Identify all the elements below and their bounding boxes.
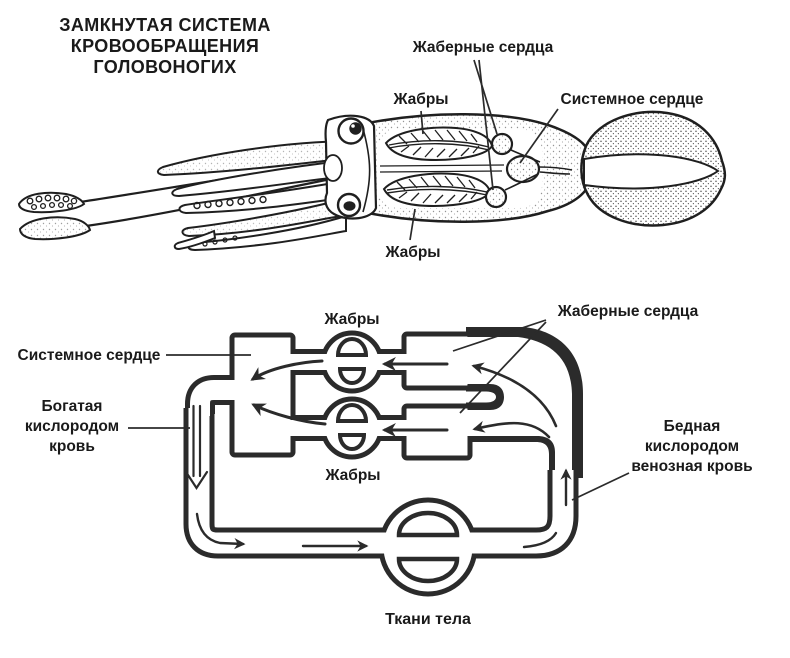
label-body-tissues: Ткани тела	[385, 611, 471, 628]
down-arrowhead	[184, 470, 209, 491]
gill-heart-top	[490, 132, 514, 156]
label-poor-blood-1: Бедная	[664, 418, 721, 435]
squid-arms	[156, 139, 351, 252]
title-line-3: ГОЛОВОНОГИХ	[93, 57, 236, 77]
squid-head	[323, 114, 378, 220]
funnel	[323, 154, 343, 182]
heart-inflow-arrow-bottom	[251, 403, 327, 426]
pointer-gill-heart-bottom	[478, 59, 494, 191]
label-rich-blood-1: Богатая	[42, 398, 103, 415]
gill-lamellae	[335, 337, 369, 451]
bottom-arrow-1	[195, 512, 246, 550]
pointer-gill-heart-bottom-schematic	[459, 321, 547, 414]
squid-illustration	[17, 110, 727, 252]
label-rich-blood-3: кровь	[49, 438, 95, 455]
pointer-gills-top	[420, 110, 424, 135]
label-gills-top: Жабры	[392, 91, 448, 108]
pointer-gills-bottom	[409, 208, 416, 241]
arm-suckers	[193, 195, 267, 210]
heart-inflow-arrow-top	[250, 359, 324, 381]
eye-top	[337, 117, 365, 145]
venous-junction-core	[460, 337, 572, 478]
label-gills-top-schematic: Жабры	[323, 311, 379, 328]
tissue-capillaries	[396, 510, 460, 584]
label-systemic-heart: Системное сердце	[561, 91, 704, 108]
label-poor-blood-3: венозная кровь	[631, 458, 752, 475]
schematic-labels: Жабры Жаберные сердца Системное сердце Б…	[18, 303, 753, 628]
title-line-1: ЗАМКНУТАЯ СИСТЕМА	[59, 15, 271, 35]
pointer-gill-heart-top-schematic	[452, 319, 547, 352]
label-systemic-heart-schematic: Системное сердце	[18, 347, 161, 364]
corner-flow-line	[522, 531, 558, 549]
pointer-poor-blood	[571, 472, 630, 501]
label-poor-blood-2: кислородом	[645, 438, 739, 455]
central-vessels	[379, 164, 505, 173]
label-gills-bottom: Жабры	[384, 244, 440, 261]
label-gills-bottom-schematic: Жабры	[324, 467, 380, 484]
squid-fins	[580, 110, 727, 227]
tentacle-clubs	[17, 191, 92, 241]
vessel-pipes-core	[188, 337, 574, 554]
pointer-systemic-heart	[519, 108, 559, 164]
schematic-details	[184, 337, 572, 584]
illustration-labels: Жаберные сердца Жабры Системное сердце Ж…	[384, 39, 703, 261]
junction-arrow-top	[471, 362, 558, 428]
gill-heart-bottom	[484, 185, 508, 209]
flow-arrows	[184, 356, 572, 552]
eye-bottom	[336, 192, 362, 218]
page-title: ЗАМКНУТАЯ СИСТЕМА КРОВООБРАЩЕНИЯ ГОЛОВОН…	[59, 15, 271, 77]
label-rich-blood-2: кислородом	[25, 418, 119, 435]
circulation-schematic: Жабры Жаберные сердца Системное сердце Б…	[18, 303, 753, 628]
squid-organs	[379, 126, 573, 209]
junction-arrow-bottom	[472, 420, 551, 439]
heart-vessels	[504, 149, 573, 191]
gill-top	[384, 126, 494, 162]
label-gill-hearts: Жаберные сердца	[412, 39, 554, 56]
label-gill-hearts-schematic: Жаберные сердца	[557, 303, 699, 320]
title-line-2: КРОВООБРАЩЕНИЯ	[71, 36, 260, 56]
pointer-gill-heart-top	[473, 59, 498, 135]
